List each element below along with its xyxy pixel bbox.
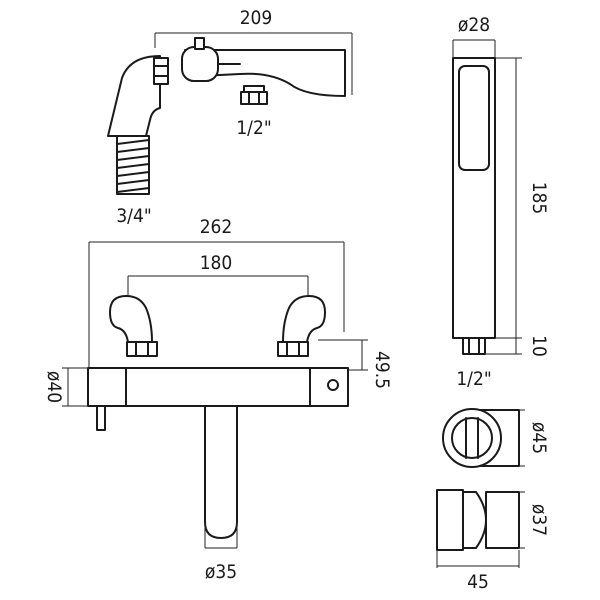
hex-nut [153,57,169,85]
handset-connector [462,337,486,355]
dim-label-28: ø28 [458,14,490,36]
diverter-body [181,46,219,82]
right-union [282,295,326,343]
dim-label-35: ø35 [205,561,237,583]
dim-label-inlet: 1/2" [236,117,271,139]
dim-label-40: ø40 [43,371,65,403]
dim-label-45: 45 [467,571,489,593]
elbow-body [107,55,161,137]
bracket-side-neck [462,491,487,549]
control-stem [96,405,106,431]
bracket-views: ø45 ø37 45 [436,408,550,593]
spout-arm [184,49,346,97]
bracket-side-cup [485,491,520,549]
diverter-knob [194,37,205,50]
dim-label-hose: 3/4" [116,205,151,227]
valve-front-view: 262 180 49.5 ø40 [43,216,393,583]
dim-label-37-dia: ø37 [528,504,550,536]
dim-label-209: 209 [240,7,273,29]
dim-label-handset-thread: 1/2" [456,368,491,390]
dim-label-45-dia: ø45 [528,422,550,454]
valve-body [87,367,349,407]
handset-face [458,65,490,171]
dim-label-262: 262 [200,216,233,238]
dim-label-49-5: 49.5 [371,351,393,389]
left-union [109,295,153,343]
outlet-nut [240,91,268,105]
bracket-inner-ring [451,417,493,459]
right-union-nut [277,341,309,357]
thread-lines [116,139,150,193]
handset-view: ø28 1/2" 185 10 [452,14,550,390]
bracket-side-base [436,489,464,551]
dim-label-10: 10 [528,335,550,357]
dim-label-185: 185 [528,182,550,215]
dim-label-180: 180 [200,252,233,274]
control-dot [327,379,339,391]
spout-side-view: 209 1/2" 3/4" [107,7,353,227]
left-union-nut [126,341,158,357]
spout-drop [204,405,238,539]
